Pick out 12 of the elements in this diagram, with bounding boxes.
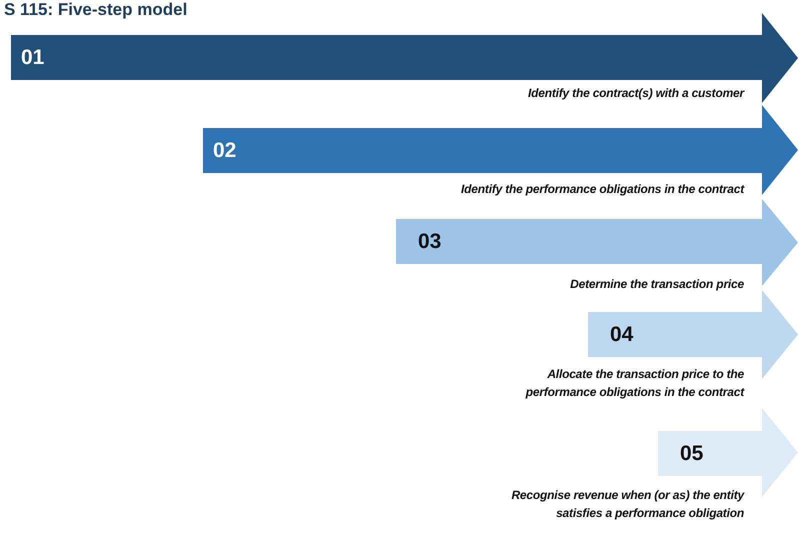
step-number: 05: [680, 443, 704, 464]
step-description: Identify the performance obligations in the contract: [460, 181, 744, 198]
diagram-title: S 115: Five-step model: [4, 0, 188, 20]
step-number: 01: [21, 47, 44, 68]
step-description: Determine the transaction price: [569, 276, 744, 293]
step-description: Identify the contract(s) with a customer: [526, 85, 744, 102]
step-number: 03: [418, 231, 442, 252]
step-description: Allocate the transaction price to the performance obligations in the contract: [524, 366, 744, 401]
step-number: 04: [610, 324, 634, 345]
step-description: Recognise revenue when (or as) the entity satisfies a performance obligation: [510, 487, 744, 522]
step-banner: [203, 105, 798, 195]
step-number: 02: [213, 140, 236, 161]
